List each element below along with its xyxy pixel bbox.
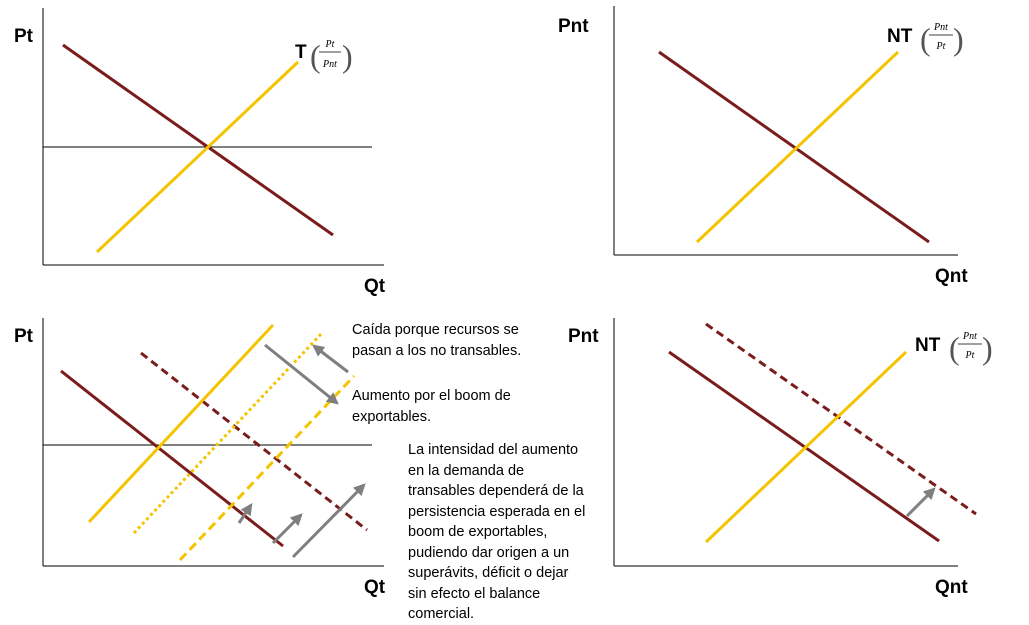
y-axis-label: Pnt bbox=[558, 16, 589, 37]
supply-curve-label: NT bbox=[887, 26, 913, 47]
y-axis-label: Pt bbox=[14, 326, 34, 347]
right-paren: ) bbox=[982, 330, 993, 366]
demand-increase-arrow-medium bbox=[271, 513, 303, 545]
y-axis-label: Pnt bbox=[568, 326, 599, 347]
fraction-denominator: Pnt bbox=[322, 59, 337, 70]
demand-curve-initial bbox=[668, 350, 940, 543]
x-axis-label: Qt bbox=[364, 276, 386, 297]
demand-curve-shifted bbox=[705, 322, 977, 516]
demand-curve-shifted bbox=[140, 351, 368, 532]
supply-curve bbox=[695, 50, 900, 244]
x-axis-label: Qnt bbox=[935, 266, 968, 287]
x-axis-label: Qt bbox=[364, 577, 386, 598]
supply-curve bbox=[704, 350, 908, 544]
supply-curve-label: T bbox=[295, 42, 307, 63]
right-paren: ) bbox=[953, 21, 964, 57]
demand-increase-arrow bbox=[905, 487, 936, 518]
supply-decrease-arrow-right bbox=[312, 344, 349, 374]
supply-curve bbox=[95, 60, 300, 254]
annotation-intensidad: La intensidad del aumento en la demanda … bbox=[408, 442, 586, 622]
fraction-denominator: Pt bbox=[936, 41, 946, 52]
demand-increase-arrow-large bbox=[291, 483, 366, 559]
supply-curve-label: NT bbox=[915, 335, 941, 356]
demand-curve bbox=[62, 43, 334, 237]
y-axis-label: Pt bbox=[14, 26, 34, 47]
supply-decrease-arrow-left bbox=[264, 343, 339, 405]
supply-curve-dashed bbox=[178, 374, 356, 562]
x-axis-label: Qnt bbox=[935, 577, 968, 598]
annotation-aumento: Aumento por el boom de exportables. bbox=[352, 388, 511, 425]
fraction-numerator: Pnt bbox=[962, 331, 977, 342]
annotation-caida: Caída porque recursos se pasan a los no … bbox=[352, 322, 522, 359]
left-paren: ( bbox=[920, 21, 931, 57]
right-paren: ) bbox=[342, 38, 353, 74]
left-paren: ( bbox=[310, 38, 321, 74]
panel-tradables-top: Pt Qt T ( Pt Pnt ) bbox=[14, 8, 386, 297]
fraction-numerator: Pt bbox=[325, 39, 335, 50]
fraction-denominator: Pt bbox=[965, 350, 975, 361]
demand-curve bbox=[658, 50, 930, 244]
fraction-numerator: Pnt bbox=[933, 22, 948, 33]
demand-increase-arrow-small bbox=[237, 503, 253, 524]
panel-tradables-bottom: Pt Qt bbox=[14, 318, 386, 598]
panel-nontradables-top: Pnt Qnt NT ( Pnt Pt ) bbox=[558, 6, 968, 287]
demand-curve-initial bbox=[60, 369, 284, 548]
left-paren: ( bbox=[949, 330, 960, 366]
supply-curve-initial bbox=[87, 323, 275, 524]
panel-nontradables-bottom: Pnt Qnt NT ( Pnt Pt ) bbox=[568, 318, 993, 598]
